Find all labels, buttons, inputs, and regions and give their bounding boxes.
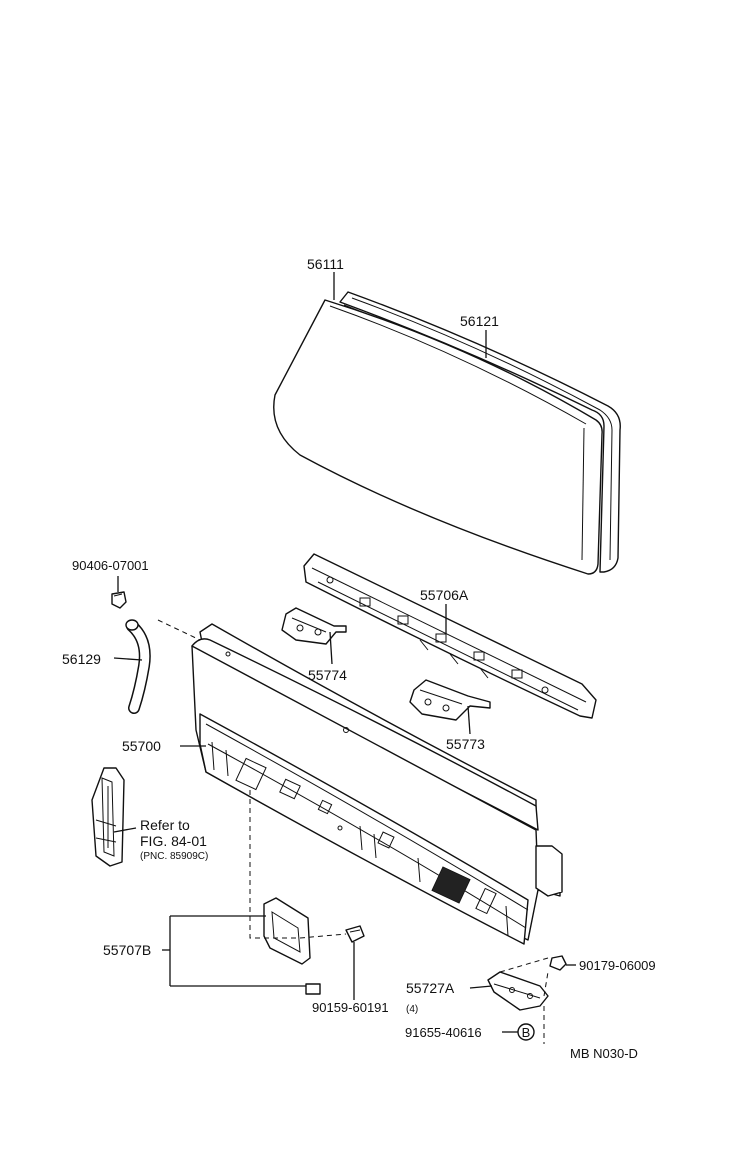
diagram-code: MB N030-D (570, 1046, 638, 1061)
reference-line2: FIG. 84-01 (140, 833, 207, 849)
label-55773: 55773 (446, 736, 485, 752)
bracket-55773 (409, 679, 491, 721)
reinforcement-55706a (303, 553, 597, 719)
part-labels: 56111 56121 90406-07001 56129 55706A 557… (62, 256, 656, 1061)
cover-55707b (263, 897, 321, 995)
label-55706a: 55706A (420, 587, 469, 603)
label-90179-06009: 90179-06009 (579, 958, 656, 973)
label-screw-qty: (4) (406, 1004, 418, 1015)
label-56121: 56121 (460, 313, 499, 329)
label-55700: 55700 (122, 738, 161, 754)
label-56111: 56111 (307, 256, 344, 272)
back-panel-55700 (191, 623, 563, 945)
clip-91655-40616: B (517, 1023, 535, 1041)
label-90406-07001: 90406-07001 (72, 558, 149, 573)
dashed-lines (157, 619, 549, 1044)
label-91655-40616: 91655-40616 (405, 1025, 482, 1040)
hose-56129 (125, 619, 151, 714)
side-bracket-ref (91, 767, 125, 867)
label-90159-60191: 90159-60191 (312, 1000, 389, 1015)
screw-90159-60191 (345, 925, 365, 943)
reference-line1: Refer to (140, 817, 190, 833)
bracket-55774 (281, 607, 347, 645)
reference-line3: (PNC. 85909C) (140, 851, 208, 862)
nut-90179-06009 (549, 955, 567, 971)
windshield-glass-56111 (273, 299, 603, 575)
label-55727a: 55727A (406, 980, 455, 996)
label-56129: 56129 (62, 651, 101, 667)
bolt-90406-07001 (111, 591, 127, 609)
label-55774: 55774 (308, 667, 347, 683)
bracket-55727a (487, 971, 549, 1011)
label-55707b: 55707B (103, 942, 151, 958)
clip-marker: B (522, 1025, 531, 1040)
